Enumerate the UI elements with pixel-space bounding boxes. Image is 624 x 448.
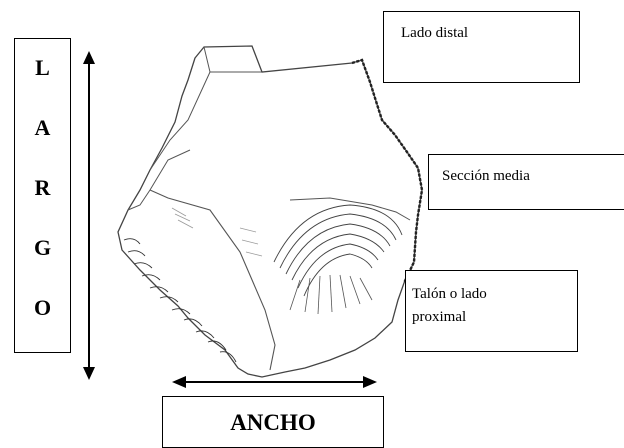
ancho-arrow bbox=[172, 376, 377, 388]
talon-label-line2: proximal bbox=[412, 306, 487, 329]
largo-letter-g: G bbox=[15, 235, 70, 261]
largo-letter-l: L bbox=[15, 55, 70, 81]
largo-label-box: L A R G O bbox=[14, 38, 71, 353]
largo-arrow bbox=[83, 51, 95, 380]
largo-letter-a: A bbox=[15, 115, 70, 141]
largo-letter-r: R bbox=[15, 175, 70, 201]
media-label: Sección media bbox=[442, 168, 530, 185]
ancho-label: ANCHO bbox=[163, 410, 383, 436]
talon-label: Talón o lado proximal bbox=[412, 283, 487, 329]
distal-label-box: Lado distal bbox=[383, 11, 580, 83]
ancho-label-box: ANCHO bbox=[162, 396, 384, 448]
talon-label-box: Talón o lado proximal bbox=[405, 270, 578, 352]
media-label-box: Sección media bbox=[428, 154, 624, 210]
talon-label-line1: Talón o lado bbox=[412, 283, 487, 306]
distal-label: Lado distal bbox=[401, 25, 468, 42]
largo-letter-o: O bbox=[15, 295, 70, 321]
